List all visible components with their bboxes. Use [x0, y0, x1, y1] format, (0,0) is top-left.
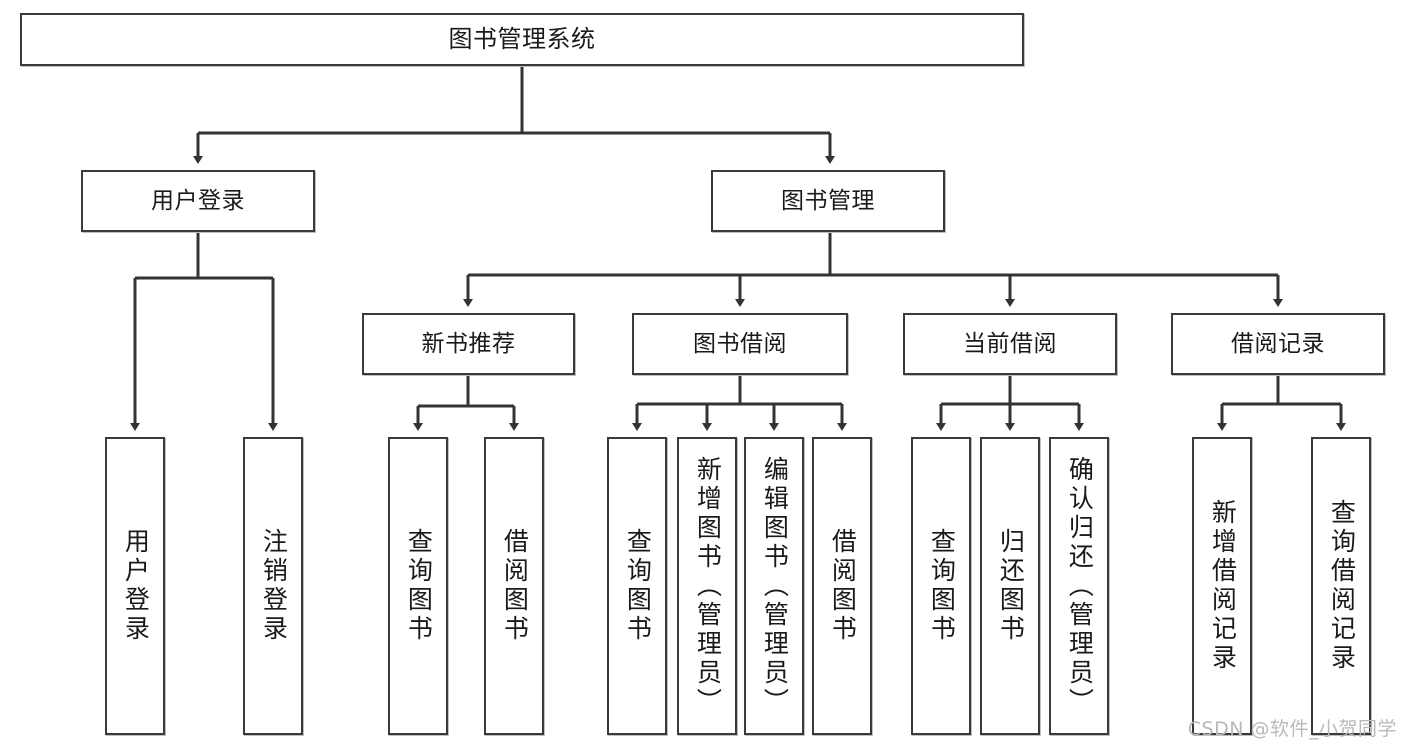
leaf-query-book-current[interactable]: 查询图书: [911, 437, 971, 735]
node-label: 当前借阅: [963, 330, 1057, 357]
node-book-borrow[interactable]: 图书借阅: [632, 313, 848, 375]
node-label: 编辑图书（管理员）: [760, 455, 790, 717]
node-label: 借阅图书: [828, 528, 858, 644]
leaf-add-borrow-record[interactable]: 新增借阅记录: [1192, 437, 1252, 735]
node-current-borrow[interactable]: 当前借阅: [903, 313, 1117, 375]
node-user-login[interactable]: 用户登录: [81, 170, 315, 232]
node-label: 查询图书: [404, 528, 434, 644]
node-label: 归还图书: [996, 528, 1026, 644]
node-label: 图书管理: [781, 187, 875, 214]
node-label: 借阅记录: [1231, 330, 1325, 357]
leaf-query-borrow-record[interactable]: 查询借阅记录: [1311, 437, 1371, 735]
leaf-user-login[interactable]: 用户登录: [105, 437, 165, 735]
leaf-query-book-borrow[interactable]: 查询图书: [607, 437, 667, 735]
node-label: 查询借阅记录: [1327, 499, 1357, 673]
node-book-management[interactable]: 图书管理: [711, 170, 945, 232]
node-book-management-system[interactable]: 图书管理系统: [20, 13, 1024, 66]
leaf-logout[interactable]: 注销登录: [243, 437, 303, 735]
node-label: 用户登录: [121, 528, 151, 644]
node-label: 用户登录: [151, 187, 245, 214]
leaf-edit-book-admin[interactable]: 编辑图书（管理员）: [744, 437, 804, 735]
node-new-book-recommend[interactable]: 新书推荐: [362, 313, 575, 375]
node-label: 注销登录: [259, 528, 289, 644]
watermark: CSDN @软件_小贺同学: [1187, 718, 1397, 740]
node-label: 确认归还（管理员）: [1065, 455, 1095, 717]
leaf-borrow-book-recommend[interactable]: 借阅图书: [484, 437, 544, 735]
node-label: 查询图书: [927, 528, 957, 644]
node-label: 新书推荐: [421, 330, 516, 357]
node-label: 借阅图书: [500, 528, 530, 644]
leaf-borrow-book[interactable]: 借阅图书: [812, 437, 872, 735]
leaf-query-book-recommend[interactable]: 查询图书: [388, 437, 448, 735]
node-label: 查询图书: [623, 528, 653, 644]
node-label: 图书借阅: [693, 330, 787, 357]
node-label: 新增借阅记录: [1208, 499, 1238, 673]
node-borrow-records[interactable]: 借阅记录: [1171, 313, 1385, 375]
node-label: 新增图书（管理员）: [693, 455, 723, 717]
leaf-add-book-admin[interactable]: 新增图书（管理员）: [677, 437, 737, 735]
node-label: 图书管理系统: [448, 24, 596, 53]
leaf-return-book[interactable]: 归还图书: [980, 437, 1040, 735]
leaf-confirm-return-admin[interactable]: 确认归还（管理员）: [1049, 437, 1109, 735]
